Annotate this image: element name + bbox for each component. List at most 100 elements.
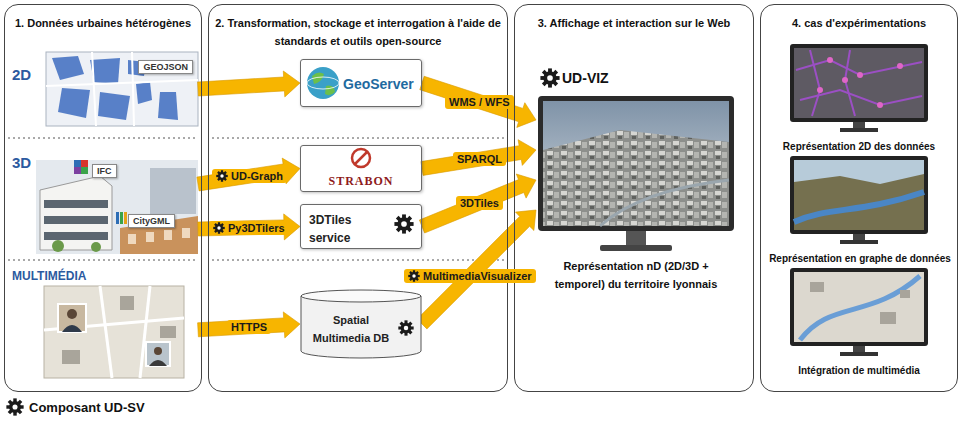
data-thumbnail: 3D IFC CityGML [10, 154, 198, 254]
gear-icon [216, 170, 228, 182]
server-logo [325, 86, 335, 96]
building-3d-picture [40, 176, 112, 250]
legend-entry: Composant UD-SV [6, 398, 145, 416]
arrow-label: 3DTiles [460, 197, 499, 209]
text-slot: CityGML [128, 210, 175, 228]
building-3d-picture [150, 168, 196, 214]
flow-arrow [198, 214, 300, 240]
experiment-screen-multimedia [800, 276, 920, 340]
multimedia-picture [58, 304, 86, 332]
experiment-screen-map [845, 50, 855, 116]
flow-arrow [198, 71, 300, 97]
data-thumbnail: MULTIMÉDIA [10, 266, 198, 382]
data-label: CityGML [128, 214, 175, 228]
arrow-label: WMS / WFS [449, 96, 510, 108]
experiment-screen-terrain [790, 156, 928, 244]
column-panel: 3. Affichage et interaction sur le WebUD… [514, 4, 754, 392]
legend-text: Composant UD-SV [29, 400, 145, 415]
arrow-label-patch: Py3DTilers [209, 221, 289, 235]
building-3d-picture [120, 212, 123, 224]
building-3d-picture [146, 232, 154, 242]
arrow-label-patch: 3DTiles [456, 196, 503, 210]
arrow-label-patch: SPARQL [453, 152, 506, 166]
experiment-screen-multimedia [794, 272, 924, 342]
experiment-screen-map [817, 87, 823, 93]
server-logo [307, 67, 339, 99]
building-3d-picture [44, 200, 108, 208]
building-3d-picture [44, 216, 108, 224]
building-3d-picture [182, 228, 190, 238]
arrow-label: Py3DTilers [228, 222, 285, 234]
triplestore-logo [352, 149, 370, 167]
experiment-screen-multimedia [900, 290, 910, 298]
viewer-label: UD-VIZ [562, 70, 609, 86]
database-outline [301, 296, 421, 358]
multimedia-picture [62, 325, 82, 332]
multimedia-picture [146, 342, 170, 366]
experiment-screen-map [794, 48, 924, 118]
map-2d-picture [92, 52, 96, 126]
arrow-label: UD-Graph [231, 170, 283, 182]
building-3d-picture [124, 212, 127, 224]
building-3d-picture [164, 230, 172, 240]
web-viewer-monitor [538, 96, 734, 231]
text-slot: Intégration de multimédia [766, 360, 952, 378]
gear-icon [216, 170, 228, 182]
text-slot: MULTIMÉDIA [12, 266, 86, 284]
triplestore-box: STRABON [300, 145, 422, 192]
database-cylinder: Spatial Multimedia DB [300, 289, 422, 359]
experiment-screen-map [857, 72, 863, 78]
box-label: GeoServer [343, 76, 414, 92]
data-label: MULTIMÉDIA [12, 269, 86, 283]
multimedia-picture [44, 286, 184, 378]
box-label: Spatial Multimedia DB [313, 314, 389, 344]
data-label: 2D [12, 66, 31, 83]
experiment-screen-multimedia [840, 352, 878, 356]
web-viewer-monitor [626, 231, 646, 245]
experiment-screen-terrain [794, 160, 924, 230]
web-viewer-monitor [543, 130, 729, 226]
building-3d-picture [52, 240, 64, 252]
multimedia-picture [120, 296, 134, 310]
data-label: 3D [12, 154, 31, 171]
arrow-label-patch: UD-Graph [212, 169, 287, 183]
arrow-label: SPARQL [457, 153, 502, 165]
text-slot: GeoServer [343, 75, 414, 93]
web-viewer-monitor [538, 96, 734, 251]
text-slot: 2. Transformation, stockage et interroga… [215, 13, 501, 49]
experiment-screen: Représentation 2D des données [766, 44, 952, 156]
column-panel: 4. cas d'expérimentationsReprésentation … [760, 4, 958, 392]
map-2d-picture [52, 56, 84, 80]
building-3d-picture [116, 212, 119, 224]
server-logo [307, 77, 339, 89]
viewer-label: Représentation nD (2D/3D + temporel) du … [555, 260, 718, 290]
row-separator [212, 260, 504, 261]
text-slot: 3D [12, 154, 31, 172]
text-slot: 4. cas d'expérimentations [767, 13, 951, 31]
row-separator [212, 138, 504, 139]
arrow-label-patch: MultimediaVisualizer [404, 269, 536, 283]
map-2d-picture [46, 52, 198, 126]
experiment-screen-terrain [794, 192, 924, 222]
gear-icon [408, 270, 420, 282]
map-2d-picture [158, 92, 178, 120]
building-3d-picture [44, 232, 108, 240]
text-slot: UD-VIZ [562, 69, 609, 87]
experiment-screen-multimedia [790, 268, 928, 346]
building-3d-picture [74, 160, 81, 167]
arrow-label: MultimediaVisualizer [423, 270, 532, 282]
experiment-screen-terrain [840, 240, 878, 244]
experiment-screen-multimedia [790, 268, 928, 356]
text-slot: 2D [12, 66, 31, 84]
experiment-screen-terrain [794, 174, 924, 230]
gear-icon [394, 214, 413, 233]
text-slot: IFC [92, 160, 117, 178]
database-outline [301, 290, 421, 302]
screen-caption: Intégration de multimédia [798, 365, 920, 376]
experiment-screen-map [877, 102, 883, 108]
experiment-screen-map [827, 57, 833, 63]
experiment-screen: Représentation en graphe de données [766, 156, 954, 268]
triplestore-logo [355, 152, 367, 164]
web-viewer-monitor [600, 245, 672, 251]
gear-icon [540, 68, 559, 87]
